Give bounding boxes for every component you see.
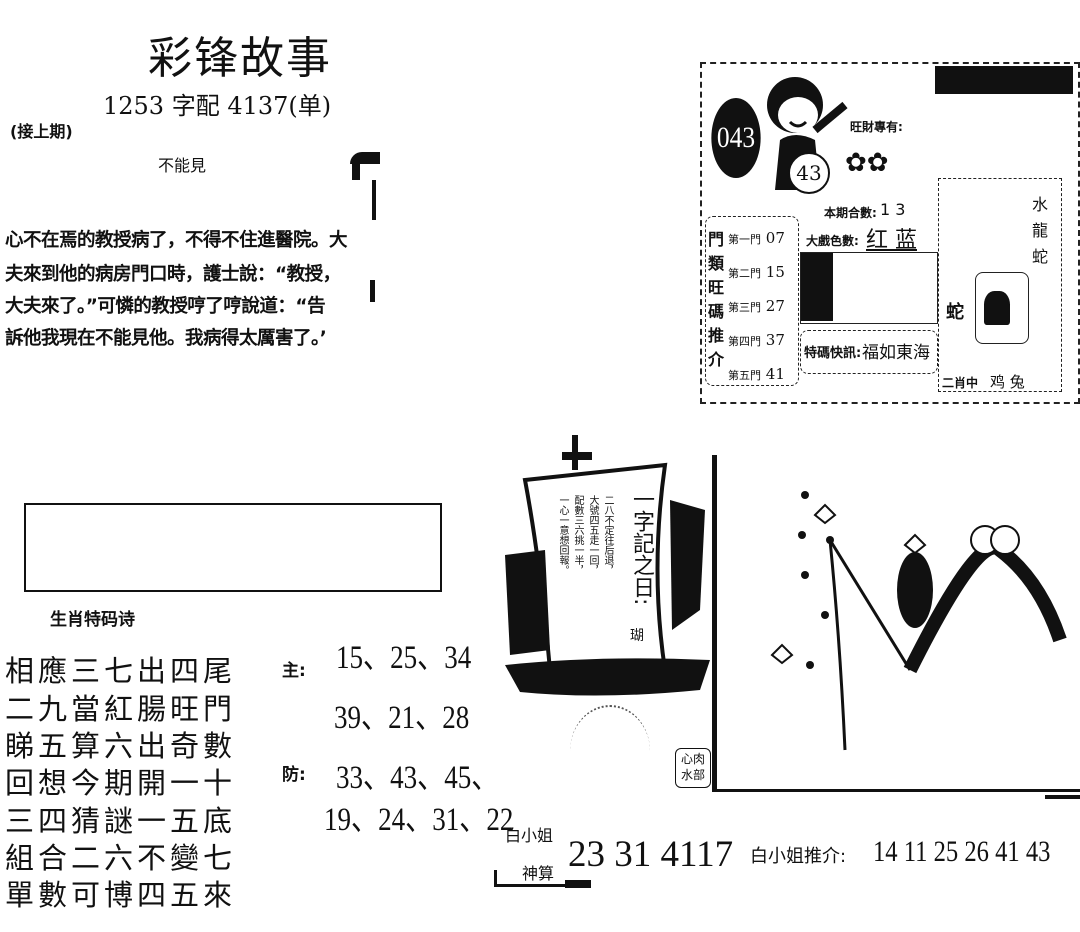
main-label: 主: xyxy=(282,661,306,681)
black-block xyxy=(801,253,833,321)
stamp: 心肉水部 xyxy=(675,748,711,788)
color-value: 红 蓝 xyxy=(866,228,917,253)
divider xyxy=(1045,795,1080,799)
poem-line: 二九當紅腸旺門 xyxy=(5,692,237,726)
recommend-numbers: 14 11 25 26 41 43 xyxy=(873,835,1051,868)
gate-title-char: 旺 xyxy=(708,278,725,297)
scan-mark xyxy=(370,280,375,302)
gate-title-char: 推 xyxy=(708,326,725,345)
scan-mark xyxy=(352,160,360,180)
right-column: 水龍蛇 xyxy=(1032,195,1049,266)
poem-line: 相應三七出四尾 xyxy=(5,654,237,688)
notice-box xyxy=(800,252,938,324)
story-line: 訴他我現在不能見他。我病得太厲害了。’ xyxy=(5,328,327,349)
poem-line: 組合二六不變七 xyxy=(5,841,237,875)
flash-value: 福如東海 xyxy=(862,343,930,363)
zodiac-box xyxy=(938,178,1062,392)
ship-answer: 瑚 xyxy=(630,628,644,644)
miss-white-label: 白小姐 xyxy=(505,826,554,845)
subtitle: 1253 字配 4137(单) xyxy=(103,92,332,120)
poem-line: 單數可博四五來 xyxy=(5,878,237,912)
lottery-panel xyxy=(700,62,1080,404)
gate-item: 第五門 41 xyxy=(728,365,785,383)
bracket xyxy=(494,870,497,886)
gate-item: 第二門 15 xyxy=(728,263,785,281)
guard-numbers: 33、43、45、 xyxy=(336,760,499,796)
flash-box xyxy=(800,330,938,374)
guard-numbers: 19、24、31、22 xyxy=(324,802,514,838)
sum-value: 1 3 xyxy=(880,200,906,219)
seal-ring xyxy=(570,705,650,797)
divine-numbers: 23 31 4117 xyxy=(568,834,734,875)
rooster-picture xyxy=(975,272,1029,344)
color-label: 大戲色數: xyxy=(806,234,859,248)
poem-title: 生肖特码诗 xyxy=(50,610,135,630)
poem-line: 回想今期開一十 xyxy=(5,766,237,800)
poem-line: 睇五算六出奇數 xyxy=(5,729,237,763)
gate-box xyxy=(705,216,799,386)
gate-item: 第四門 37 xyxy=(728,331,785,349)
gate-title-char: 碼 xyxy=(708,302,725,321)
story-heading: 不能見 xyxy=(158,156,207,175)
fruit-m-drawing xyxy=(770,491,1067,751)
gate-title-char: 類 xyxy=(708,254,725,273)
guard-label: 防: xyxy=(282,765,306,785)
ship-illustration xyxy=(505,435,710,696)
scan-mark xyxy=(372,180,376,220)
badge-number: 043 xyxy=(711,98,761,178)
panel-header-label: 旺財專有: xyxy=(850,120,903,134)
ship-heading: 一字記之日: xyxy=(629,488,654,606)
two-zodiac-label: 二肖中 xyxy=(942,376,979,390)
bracket xyxy=(565,880,591,888)
gate-title-char: 介 xyxy=(708,350,725,369)
poem-line: 三四猜謎一五底 xyxy=(5,804,237,838)
gate-title-char: 門 xyxy=(708,230,725,249)
recommend-label: 白小姐推介: xyxy=(750,846,847,867)
gate-item: 第三門 27 xyxy=(728,297,785,315)
story-line: 心不在焉的教授病了，不得不住進醫院。大 xyxy=(5,230,348,251)
continued-label: (接上期) xyxy=(10,122,73,141)
flash-label: 特碼快訊: xyxy=(804,346,862,361)
drawing-frame xyxy=(712,455,1080,792)
ball-number: 43 xyxy=(788,152,830,194)
empty-box xyxy=(24,503,442,592)
sum-label: 本期合數: xyxy=(824,206,877,220)
bracket xyxy=(494,884,590,887)
main-numbers: 39、21、28 xyxy=(334,700,470,736)
story-line: 大夫來了。”可憐的教授哼了哼說道：“告 xyxy=(5,296,326,317)
story-line: 夫來到他的病房門口時，護士說：“教授， xyxy=(5,264,341,285)
gate-item: 第一門 07 xyxy=(728,229,785,247)
main-numbers: 15、25、34 xyxy=(336,640,472,676)
two-zodiac-value: 鸡 兔 xyxy=(990,373,1025,391)
gate-list: 第一門 07 第二門 15 第三門 27 第四門 37 第五門 41 xyxy=(728,222,785,392)
zodiac-glyph: ✿✿ xyxy=(845,148,889,178)
gate-title: 門類旺碼推介 xyxy=(708,228,726,372)
zodiac-snake: 蛇 xyxy=(946,302,964,323)
page-title: 彩锋故事 xyxy=(148,33,332,84)
black-banner xyxy=(935,66,1073,94)
ship-verse: 二八不定往后退，大號四五走一回，配數三六挑一半，一心一意想回報。 xyxy=(557,495,613,575)
divine-label: 神算 xyxy=(522,864,555,883)
